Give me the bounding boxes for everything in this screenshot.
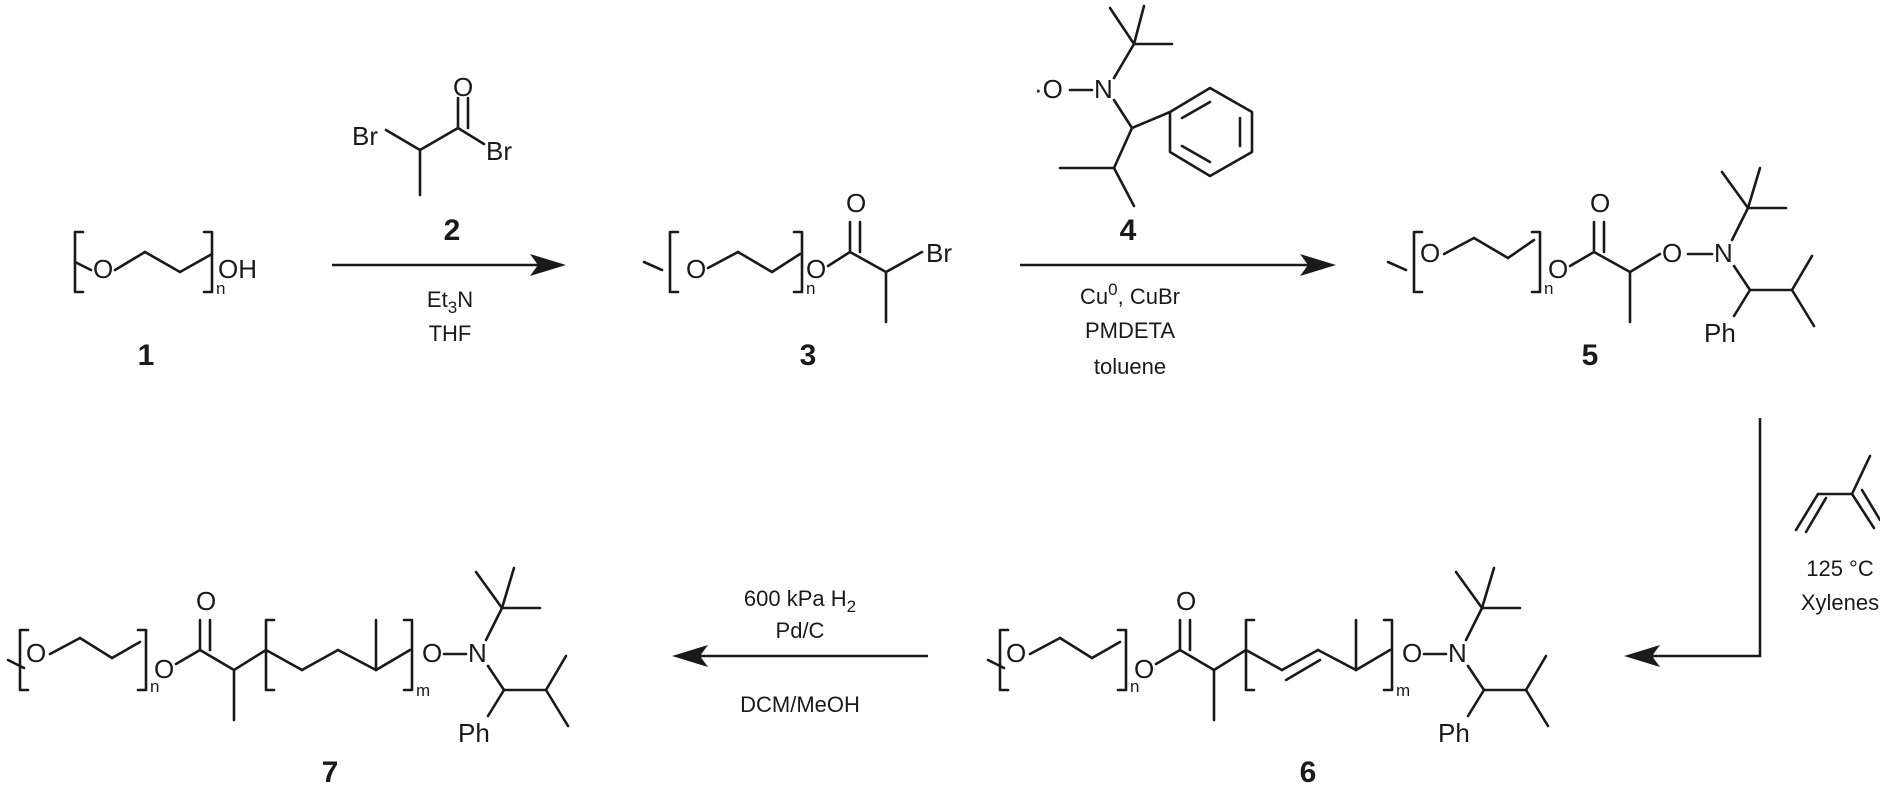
compound-7-label: 7 xyxy=(322,756,339,789)
atom-o: O xyxy=(422,638,442,668)
atom-o: O xyxy=(26,638,46,668)
atom-br: Br xyxy=(486,136,512,166)
condition-base: Et3N xyxy=(427,287,473,317)
atom-o: O xyxy=(1176,586,1196,616)
compound-2-label: 2 xyxy=(444,214,461,247)
atom-o: O xyxy=(93,254,113,284)
compound-3-label: 3 xyxy=(800,339,817,372)
atom-o: O xyxy=(1420,238,1440,268)
atom-o: O xyxy=(806,254,826,284)
atom-o: O xyxy=(846,188,866,218)
atom-o: O xyxy=(1134,654,1154,684)
condition-solvent: DCM/MeOH xyxy=(740,692,860,717)
repeat-n-label: n xyxy=(150,677,159,696)
compound-6-structure: O n O O m O N Ph xyxy=(986,566,1550,748)
atom-o: O xyxy=(1006,638,1026,668)
repeat-m-label: m xyxy=(416,681,430,700)
atom-n: N xyxy=(1094,74,1113,104)
reaction-arrow-2 xyxy=(1020,254,1336,276)
reaction-arrow-4 xyxy=(672,645,928,667)
compound-6-label: 6 xyxy=(1300,756,1317,789)
condition-catalyst: Cu0, CuBr xyxy=(1080,280,1180,309)
atom-ph: Ph xyxy=(1704,318,1736,348)
repeat-n-label: n xyxy=(806,279,815,298)
atom-n: N xyxy=(1714,238,1733,268)
atom-o: O xyxy=(686,254,706,284)
condition-ligand: PMDETA xyxy=(1085,318,1175,343)
repeat-n-label: n xyxy=(1544,279,1553,298)
compound-3-structure: O n O O Br xyxy=(642,188,952,324)
atom-o: O xyxy=(1662,238,1682,268)
reaction-arrow-1 xyxy=(332,254,566,276)
condition-solvent: THF xyxy=(429,321,472,346)
compound-5-label: 5 xyxy=(1582,339,1599,372)
atom-o: O xyxy=(1402,638,1422,668)
atom-n: N xyxy=(468,638,487,668)
atom-o: O xyxy=(1590,188,1610,218)
atom-oh: OH xyxy=(218,254,257,284)
compound-7-structure: O n O O m O N Ph xyxy=(6,566,570,748)
atom-n: N xyxy=(1448,638,1467,668)
reagent-4-structure: ·O N xyxy=(1034,4,1254,208)
condition-temperature: 125 °C xyxy=(1806,556,1874,581)
reagent-2-structure: Br O Br xyxy=(352,72,512,197)
condition-pressure: 600 kPa H2 xyxy=(744,586,856,616)
isoprene-structure xyxy=(1794,454,1880,534)
atom-br: Br xyxy=(926,238,952,268)
compound-1-label: 1 xyxy=(138,339,155,372)
radical-o-atom: ·O xyxy=(1034,74,1063,104)
condition-catalyst: Pd/C xyxy=(776,618,825,643)
condition-solvent: Xylenes xyxy=(1801,590,1879,615)
atom-o: O xyxy=(1548,254,1568,284)
atom-o: O xyxy=(154,654,174,684)
atom-br: Br xyxy=(352,121,378,151)
reaction-arrow-3 xyxy=(1624,418,1762,667)
condition-solvent: toluene xyxy=(1094,354,1166,379)
repeat-n-label: n xyxy=(216,279,225,298)
compound-5-structure: O n O O O N Ph xyxy=(1386,166,1816,348)
atom-o: O xyxy=(453,72,473,102)
compound-1-structure: O n OH xyxy=(73,230,257,298)
repeat-m-label: m xyxy=(1396,681,1410,700)
repeat-n-label: n xyxy=(1130,677,1139,696)
compound-4-label: 4 xyxy=(1120,214,1137,247)
atom-o: O xyxy=(196,586,216,616)
atom-ph: Ph xyxy=(458,718,490,748)
atom-ph: Ph xyxy=(1438,718,1470,748)
